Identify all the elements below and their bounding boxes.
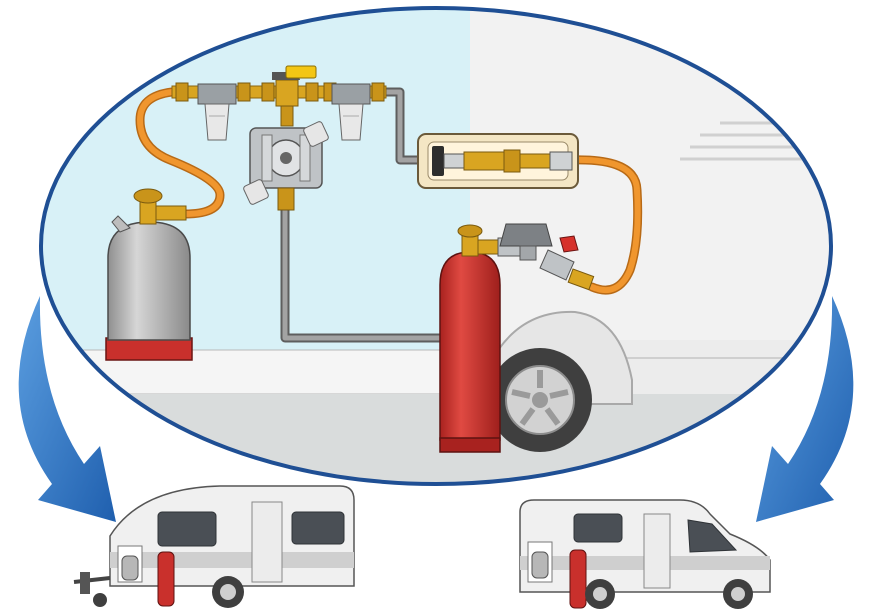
gas-filter-manifold (171, 65, 387, 141)
arrow-to-motorhome (756, 296, 854, 522)
gas-filter-right (331, 83, 371, 141)
grey-gas-cylinder (105, 188, 193, 361)
arrow-to-caravan (18, 296, 117, 522)
pressure-regulator (497, 223, 595, 291)
steel-gas-pipe (280, 87, 445, 343)
gas-hose (135, 87, 643, 295)
gas-filter-left (197, 83, 237, 141)
valve-handle (285, 65, 317, 79)
shutoff-ball-valve (272, 65, 317, 127)
wheel (488, 348, 592, 452)
safety-button (559, 235, 579, 253)
external-gas-connection (417, 133, 579, 189)
caravan-icon (73, 485, 355, 608)
motorhome-icon (519, 499, 771, 609)
red-gas-cylinder (439, 224, 501, 453)
changeover-regulator (243, 121, 329, 211)
